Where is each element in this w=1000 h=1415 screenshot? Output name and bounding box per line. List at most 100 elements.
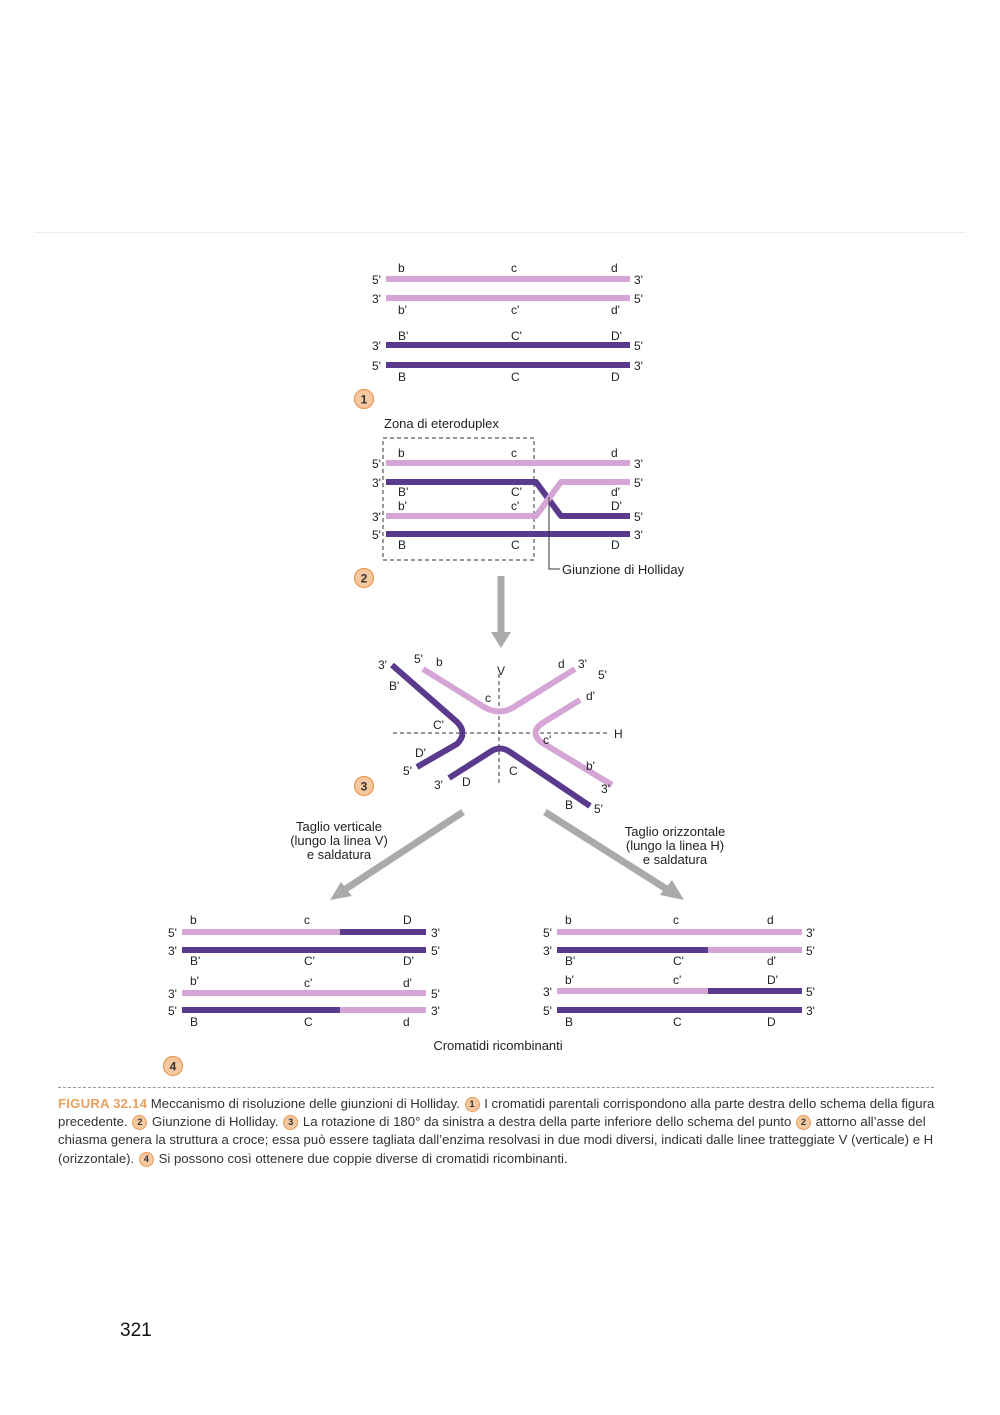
- end-label: 5': [634, 292, 643, 306]
- locus-label: B: [398, 370, 406, 384]
- step1-parental-chromatids: 5' 3' 3' 5' 3' 5' 5' 3' b c d b' c' d' B…: [353, 261, 643, 410]
- end-label: 5': [543, 1004, 552, 1018]
- caption-text: Meccanismo di risoluzione delle giunzion…: [150, 1096, 460, 1111]
- locus-label: d': [403, 976, 412, 990]
- locus-label: d: [611, 261, 618, 275]
- end-label: 3': [431, 1004, 440, 1018]
- end-label: 3': [634, 457, 643, 471]
- step-marker-1: 1: [353, 388, 375, 410]
- locus-label: c': [511, 499, 519, 513]
- locus-label: D: [611, 538, 620, 552]
- locus-label: B': [190, 954, 200, 968]
- step4-right-recombinants: 5' 3' 3' 5' 3' 5' 5' 3' b c d B' C' d' b…: [543, 913, 815, 1029]
- locus-label: d: [403, 1015, 410, 1029]
- strand-light-crossover: [386, 479, 630, 519]
- locus-label: d': [611, 485, 620, 499]
- locus-label: b: [436, 655, 443, 669]
- locus-label: C': [673, 954, 684, 968]
- svg-text:2: 2: [361, 572, 368, 586]
- end-label: 3': [372, 292, 381, 306]
- locus-label: c: [511, 446, 517, 460]
- holliday-figure: 5' 3' 3' 5' 3' 5' 5' 3' b c d b' c' d' B…: [162, 261, 815, 1077]
- step-badge-1: 1: [464, 1097, 480, 1112]
- locus-label: c': [543, 733, 551, 747]
- locus-label: c: [673, 913, 679, 927]
- caption-divider: [58, 1087, 934, 1088]
- figure-caption: FIGURA 32.14 Meccanismo di risoluzione d…: [58, 1095, 938, 1168]
- locus-label: C': [511, 329, 522, 343]
- locus-label: D: [462, 775, 471, 789]
- locus-label: c: [511, 261, 517, 275]
- svg-text:(lungo la linea V): (lungo la linea V): [290, 833, 388, 848]
- step4-left-recombinants: 5' 3' 3' 5' 3' 5' 5' 3' b c D B' C' D' b…: [168, 913, 440, 1029]
- locus-label: c': [673, 973, 681, 987]
- locus-label: B: [565, 798, 573, 812]
- locus-label: d: [767, 913, 774, 927]
- caption-text: Si possono così ottenere due coppie dive…: [158, 1150, 568, 1166]
- end-label: 3': [372, 339, 381, 353]
- end-label: 3': [543, 944, 552, 958]
- locus-label: D': [403, 954, 414, 968]
- end-label: 3': [601, 782, 610, 796]
- locus-label: c': [304, 976, 312, 990]
- locus-label: C: [304, 1015, 313, 1029]
- strand-dark-left: [390, 662, 466, 770]
- locus-label: B: [190, 1015, 198, 1029]
- locus-label: b: [565, 913, 572, 927]
- locus-label: B': [398, 329, 408, 343]
- step-badge-4: 4: [138, 1151, 154, 1167]
- holliday-label: Giunzione di Holliday: [562, 562, 685, 577]
- end-label: 3': [634, 273, 643, 287]
- locus-label: b': [398, 499, 407, 513]
- end-label: 3': [543, 985, 552, 999]
- end-label: 5': [372, 457, 381, 471]
- locus-label: C: [673, 1015, 682, 1029]
- caption-text: I cromatidi parentali corrispondono alla…: [58, 1096, 935, 1130]
- locus-label: b': [586, 759, 595, 773]
- svg-text:e saldatura: e saldatura: [643, 852, 708, 867]
- end-label: 5': [594, 802, 603, 816]
- horizontal-cut-label: Taglio orizzontale (lungo la linea H) e …: [625, 824, 725, 867]
- caption-text: attorno all’asse del chiasma genera la s…: [58, 1114, 934, 1166]
- end-label: 5': [431, 944, 440, 958]
- locus-label: C: [509, 764, 518, 778]
- end-label: 5': [372, 359, 381, 373]
- end-label: 5': [806, 944, 815, 958]
- step-badge-2: 2: [795, 1115, 811, 1131]
- end-label: 5': [634, 510, 643, 524]
- locus-label: d': [611, 303, 620, 317]
- locus-label: B': [565, 954, 575, 968]
- locus-label: c': [511, 303, 519, 317]
- step3-cross-structure: V H 3' 5' b B' c d 3' 5' d' C' c' D' 5' …: [353, 652, 623, 816]
- locus-label: b': [565, 973, 574, 987]
- locus-label: b: [398, 261, 405, 275]
- locus-label: D: [403, 913, 412, 927]
- locus-label: b: [398, 446, 405, 460]
- step-badge-2: 2: [132, 1115, 148, 1131]
- locus-label: D: [767, 1015, 776, 1029]
- locus-label: D: [611, 370, 620, 384]
- page-divider: [34, 232, 966, 233]
- page-number: 321: [120, 1320, 152, 1341]
- end-label: 5': [634, 476, 643, 490]
- svg-text:e saldatura: e saldatura: [307, 847, 372, 862]
- end-label: 3': [434, 778, 443, 792]
- end-label: 3': [168, 944, 177, 958]
- end-label: 3': [168, 987, 177, 1001]
- end-label: 5': [372, 528, 381, 542]
- locus-label: C': [511, 485, 522, 499]
- locus-label: C: [511, 538, 520, 552]
- svg-text:Taglio orizzontale: Taglio orizzontale: [625, 824, 725, 839]
- strand-light-top: [421, 666, 577, 715]
- end-label: 5': [168, 926, 177, 940]
- locus-label: D': [415, 746, 426, 760]
- end-label: 3': [806, 1004, 815, 1018]
- end-label: 3': [372, 476, 381, 490]
- end-label: 3': [634, 359, 643, 373]
- svg-text:(lungo la linea H): (lungo la linea H): [626, 838, 724, 853]
- heteroduplex-label: Zona di eteroduplex: [384, 416, 499, 431]
- holliday-pointer: [548, 497, 560, 570]
- locus-label: d': [586, 689, 595, 703]
- locus-label: D': [767, 973, 778, 987]
- end-label: 5': [431, 987, 440, 1001]
